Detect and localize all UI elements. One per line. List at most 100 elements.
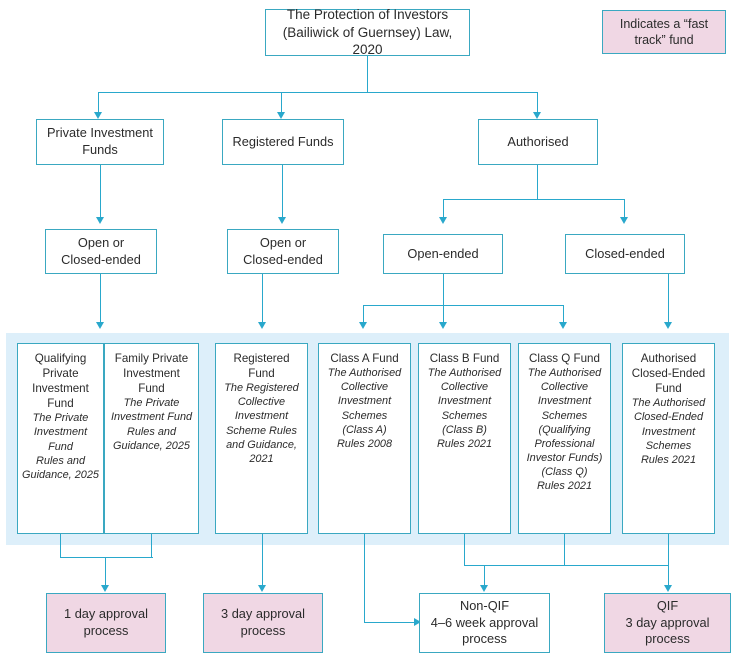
connector-bottom-right-bus <box>464 565 669 567</box>
connector-auth-to-closed-ended <box>624 199 626 221</box>
auth-line-1: Authorised <box>507 133 569 149</box>
arrowhead-class-a <box>359 322 367 329</box>
classb-rules-4: Schemes <box>441 409 488 422</box>
pif-line-1: Private Investment <box>47 125 153 141</box>
classq-rules-8: (Class Q) <box>541 466 588 479</box>
qpif-rules-1: The Private <box>32 412 89 425</box>
arrowhead-qualifying-pif <box>96 322 104 329</box>
connector-auth-stem <box>537 165 539 200</box>
qpif-title-1: Qualifying <box>34 352 87 365</box>
connector-to-registered-funds <box>281 92 283 116</box>
node-authorised-open-ended: Open-ended <box>383 234 503 274</box>
classq-title-1: Class Q Fund <box>529 352 600 365</box>
acef-rules-2: Closed-Ended <box>633 411 704 424</box>
acef-rules-5: Rules 2021 <box>640 453 697 466</box>
node-registered-funds: Registered Funds <box>222 119 344 165</box>
legend-line-1: Indicates a “fast <box>619 16 709 31</box>
connector-classa-to-nonqif <box>364 622 416 624</box>
connector-classb-down <box>464 534 466 566</box>
fpif-rules-3: Rules and <box>126 425 177 438</box>
arrowhead-authorised <box>533 112 541 119</box>
connector-auth-bus <box>443 199 625 201</box>
one-day-line-2: process <box>83 623 129 638</box>
classa-title-1: Class A Fund <box>330 352 399 365</box>
qif-line-1: QIF <box>656 598 679 614</box>
node-authorised-closed-ended-fund: Authorised Closed-Ended Fund The Authori… <box>622 343 715 534</box>
node-non-qif-approval: Non-QIF 4–6 week approval process <box>419 593 550 653</box>
classa-rules-4: Schemes <box>341 409 388 422</box>
connector-bus-to-qif <box>668 565 670 589</box>
connector-openended-bus <box>363 305 563 307</box>
closed-ended-label: Closed-ended <box>585 245 665 261</box>
title-line-1: The Protection of Investors <box>286 7 449 23</box>
classb-rules-1: The Authorised <box>427 367 502 380</box>
fpif-rules-1: The Private <box>123 397 180 410</box>
node-registered-fund: Registered Fund The Registered Collectiv… <box>215 343 308 534</box>
connector-auth-to-open-ended <box>443 199 445 221</box>
connector-fpif-down <box>151 534 153 558</box>
classq-rules-2: Collective <box>540 381 589 394</box>
classq-rules-5: (Qualifying <box>538 423 591 436</box>
classb-rules-6: Rules 2021 <box>436 437 493 450</box>
fpif-title-1: Family Private <box>114 352 189 365</box>
rf-oc-line-1: Open or <box>259 234 307 250</box>
qpif-rules-2: Investment Fund <box>33 426 88 453</box>
qpif-rules-3: Rules and <box>35 454 86 467</box>
three-day-line-1: 3 day approval <box>221 606 305 622</box>
classq-rules-4: Schemes <box>541 409 588 422</box>
connector-pif-to-openclosed <box>100 165 102 221</box>
qpif-title-3: Investment <box>32 382 89 396</box>
non-qif-line-1: Non-QIF <box>459 598 510 614</box>
classa-rules-3: Investment <box>337 395 392 408</box>
node-authorised-closed-ended: Closed-ended <box>565 234 685 274</box>
acef-rules-4: Schemes <box>645 439 692 452</box>
node-pif-open-or-closed-ended: Open or Closed-ended <box>45 229 157 274</box>
node-one-day-approval: 1 day approval process <box>46 593 166 653</box>
arrowhead-qif <box>664 585 672 592</box>
connector-qpif-down <box>60 534 62 558</box>
classq-rules-3: Investment <box>537 395 592 408</box>
node-protection-of-investors-law: The Protection of Investors (Bailiwick o… <box>265 7 470 58</box>
qif-line-3: process <box>645 631 690 647</box>
connector-to-private-investment-funds <box>98 92 100 116</box>
rfund-rules-2: Collective <box>237 396 286 409</box>
acef-title-1: Authorised <box>640 352 697 365</box>
fpif-title-3: Fund <box>138 382 165 396</box>
rfund-title-2: Fund <box>248 367 275 381</box>
connector-pif-merge-bus <box>60 557 153 559</box>
non-qif-line-3: process <box>462 631 507 647</box>
connector-rf-to-openclosed <box>282 165 284 221</box>
classa-rules-6: Rules 2008 <box>336 437 393 450</box>
connector-to-class-q <box>563 305 565 326</box>
arrowhead-authorised-closed-ended-fund <box>664 322 672 329</box>
classa-rules-1: The Authorised <box>327 367 402 380</box>
connector-pifoc-down <box>100 274 102 326</box>
rfund-rules-5: and Guidance, <box>226 438 297 451</box>
node-class-b-fund: Class B Fund The Authorised Collective I… <box>418 343 511 534</box>
node-family-private-investment-fund: Family Private Investment Fund The Priva… <box>104 343 199 534</box>
acef-rules-1: The Authorised <box>631 397 706 410</box>
arrowhead-one-day-approval <box>101 585 109 592</box>
rf-oc-line-2: Closed-ended <box>243 251 323 267</box>
node-three-day-approval: 3 day approval process <box>203 593 323 653</box>
title-line-2: (Bailiwick of Guernsey) Law, 2020 <box>282 24 453 58</box>
connector-to-class-a <box>363 305 365 326</box>
arrowhead-rf-openclosed <box>278 217 286 224</box>
rfund-title-1: Registered <box>233 352 290 365</box>
pif-oc-line-1: Open or <box>77 234 125 250</box>
node-class-q-fund: Class Q Fund The Authorised Collective I… <box>518 343 611 534</box>
arrowhead-class-b <box>439 322 447 329</box>
classa-rules-5: (Class A) <box>342 423 387 436</box>
arrowhead-registered-fund <box>258 322 266 329</box>
fpif-rules-2: Investment Fund <box>110 411 193 424</box>
connector-classq-down <box>564 534 566 566</box>
node-private-investment-funds: Private Investment Funds <box>36 119 164 165</box>
arrowhead-closed-ended <box>620 217 628 224</box>
connector-classa-down <box>364 534 366 623</box>
rfund-rules-3: Investment <box>234 410 289 423</box>
acef-rules-3: Investment <box>641 425 696 438</box>
rf-line-1: Registered Funds <box>232 133 334 149</box>
fpif-rules-4: Guidance, 2025 <box>113 439 190 452</box>
node-qualifying-private-investment-fund: Qualifying Private Investment Fund The P… <box>17 343 104 534</box>
